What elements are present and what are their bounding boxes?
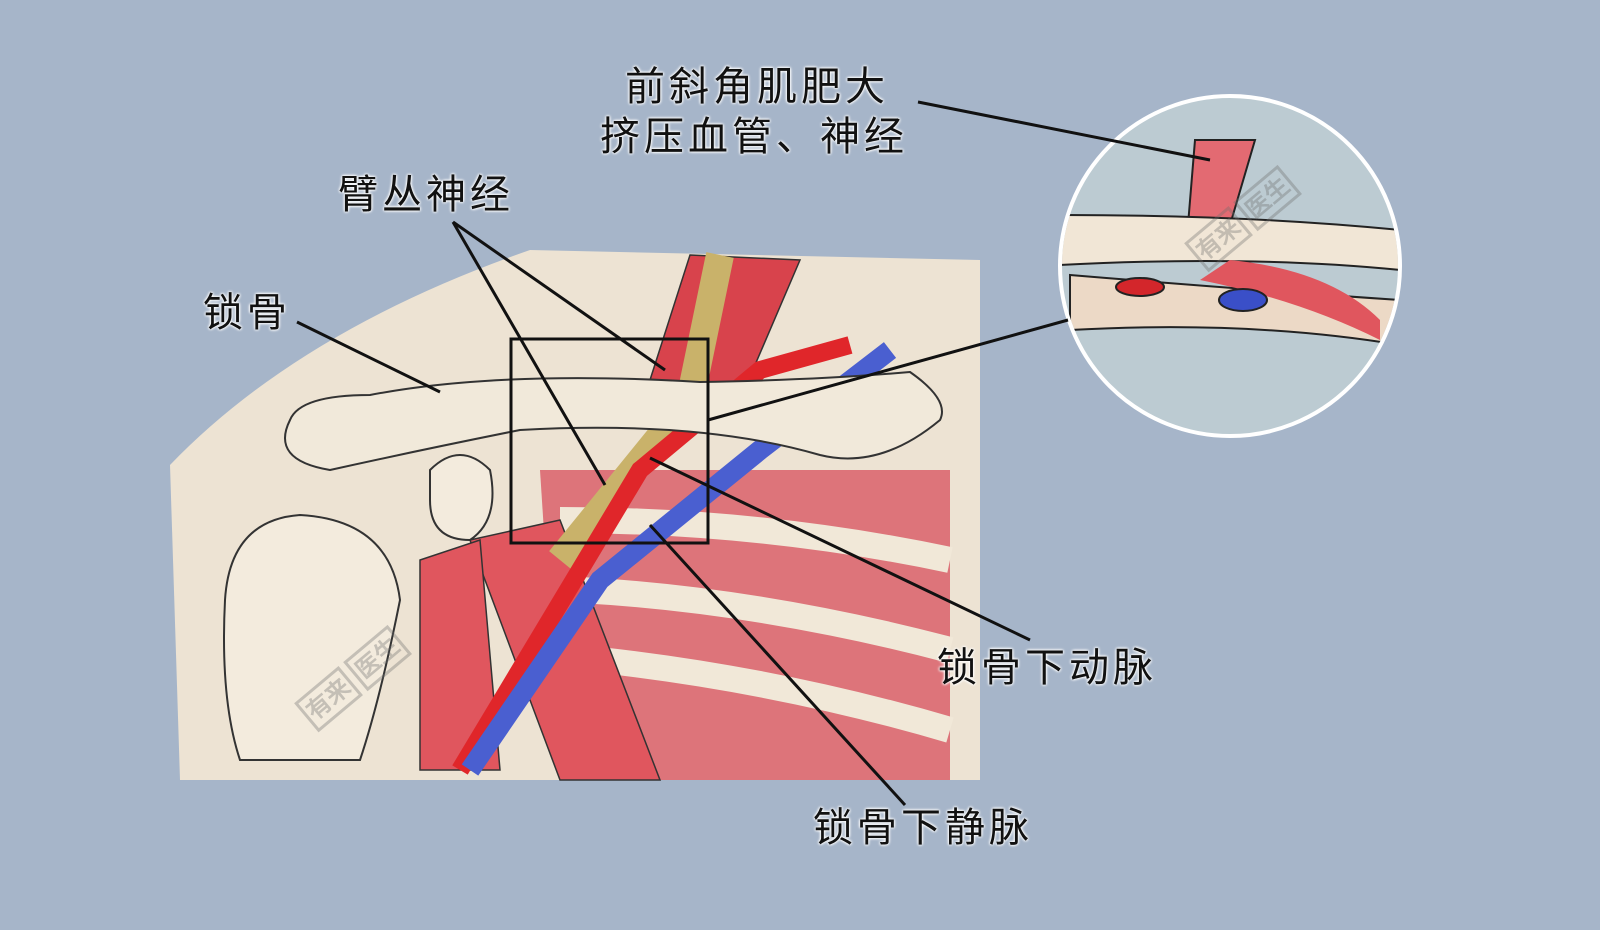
label-scalene-line2: 挤压血管、神经 [600,114,908,160]
vein-cross-section [1218,288,1268,312]
artery-cross-section [1115,277,1165,297]
label-brachial-plexus: 臂丛神经 [338,172,514,218]
zoom-region-box [509,337,710,545]
deltoid-fibers [419,538,501,771]
humerus-head [223,513,402,761]
label-clavicle: 锁骨 [203,290,291,336]
acromion [429,454,494,542]
magnified-view [1058,94,1402,438]
label-subclavian-artery: 锁骨下动脉 [937,645,1157,691]
label-scalene-line1: 前斜角肌肥大 [625,64,889,110]
clavicle-bone [284,370,943,472]
label-subclavian-vein: 锁骨下静脉 [813,805,1033,851]
leader-lines [296,100,1211,807]
